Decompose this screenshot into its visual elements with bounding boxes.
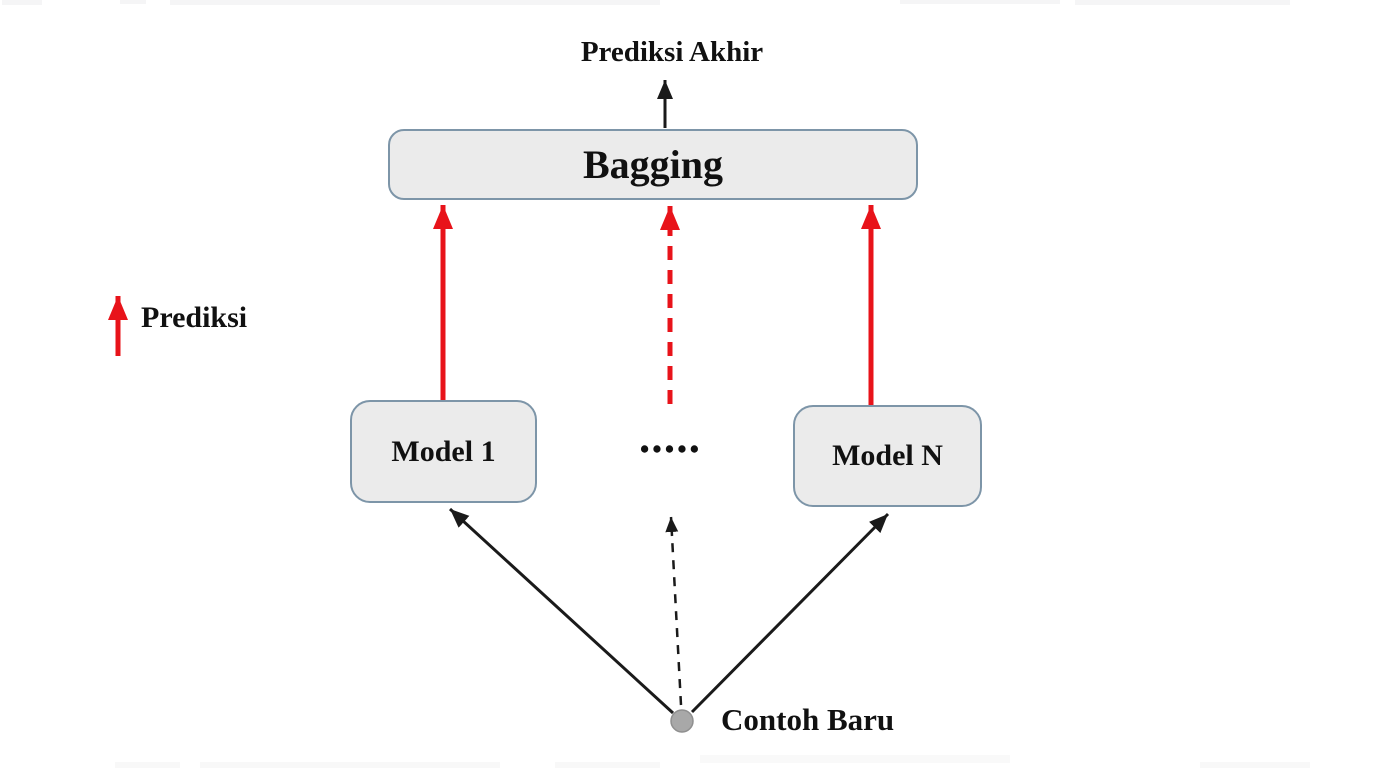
model1-node: Model 1 <box>350 400 537 503</box>
cropped-text-artifact-top <box>1075 0 1290 5</box>
bagging-node-label: Bagging <box>582 142 724 187</box>
bagging-node: Bagging <box>388 129 918 200</box>
edge-input-to-ellipsis-arrowhead <box>665 516 679 537</box>
cropped-text-artifact-bottom <box>200 762 500 768</box>
cropped-text-artifact-bottom <box>700 755 1010 763</box>
input-point-label: Contoh Baru <box>721 702 895 737</box>
modeln-node: Model N <box>793 405 982 507</box>
cropped-text-artifact-top <box>170 0 660 5</box>
edge-input-to-modeln-arrow <box>690 512 890 714</box>
cropped-text-artifact-top <box>2 0 42 5</box>
cropped-text-artifact-top <box>900 0 1060 4</box>
modeln-node-label: Model N <box>832 439 943 472</box>
input-point-dot <box>670 709 694 733</box>
edge-input-to-ellipsis-arrow <box>670 535 683 706</box>
cropped-text-artifact-top <box>120 0 146 4</box>
final-prediction-label: Prediksi Akhir <box>580 36 764 68</box>
cropped-text-artifact-bottom <box>1200 762 1310 768</box>
ellipsis-dots: ••••• <box>639 434 703 464</box>
edge-input-to-model1-arrow <box>448 507 675 715</box>
model1-node-label: Model 1 <box>391 434 496 468</box>
cropped-text-artifact-bottom <box>115 762 180 768</box>
legend-prediksi-label: Prediksi <box>141 301 248 334</box>
cropped-text-artifact-bottom <box>555 762 660 768</box>
